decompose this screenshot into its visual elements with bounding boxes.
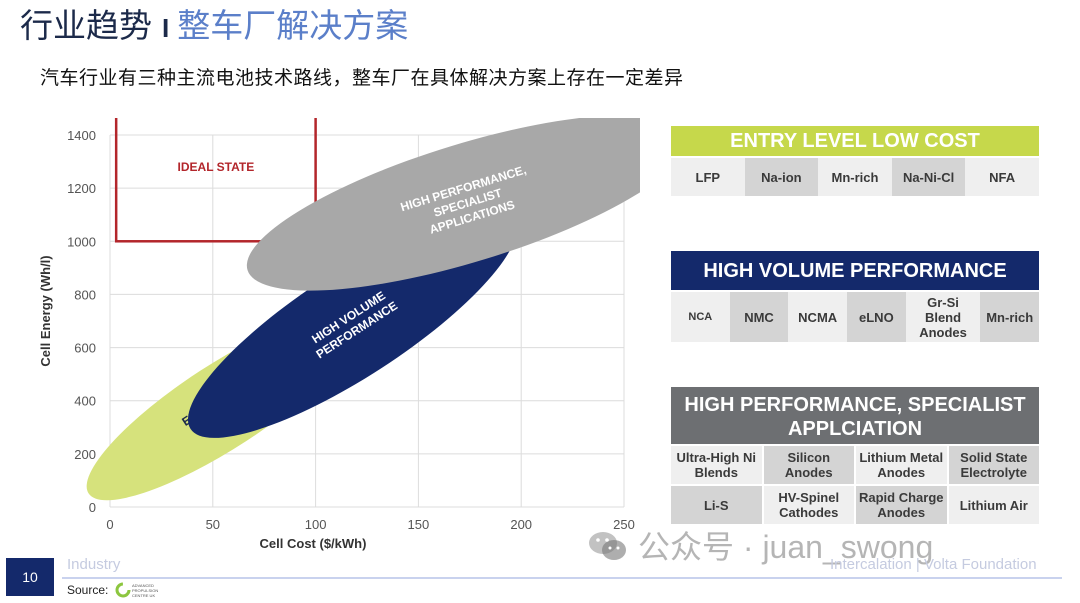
page-number: 10	[6, 558, 54, 596]
performance-item: Solid State Electrolyte	[948, 446, 1039, 484]
entry-item: Na-ion	[744, 158, 819, 196]
x-tick-label: 200	[510, 517, 532, 532]
watermark-text: 公众号 · juan_swong	[638, 529, 934, 565]
y-tick-label: 600	[74, 341, 96, 356]
y-tick-label: 1000	[67, 234, 96, 249]
high-performance-header: HIGH PERFORMANCE, SPECIALIST APPLCIATION	[671, 387, 1039, 444]
entry-level-panel: ENTRY LEVEL LOW COST LFP Na-ion Mn-rich …	[671, 126, 1039, 196]
performance-item: HV-Spinel Cathodes	[763, 486, 856, 524]
performance-item: Silicon Anodes	[763, 446, 856, 484]
title-sub: 整车厂解决方案	[177, 7, 409, 44]
header-line: HIGH PERFORMANCE, SPECIALIST	[684, 394, 1026, 416]
x-tick-label: 250	[613, 517, 635, 532]
high-volume-row: NCA NMC NCMA eLNO Gr-Si Blend Anodes Mn-…	[671, 292, 1040, 342]
entry-item: Mn-rich	[818, 158, 892, 196]
logo-text: ADVANCED PROPULSION CENTRE UK	[132, 583, 159, 598]
y-tick-label: 0	[89, 500, 96, 515]
y-tick-label: 1200	[67, 181, 96, 196]
high-volume-panel: HIGH VOLUME PERFORMANCE NCA NMC NCMA eLN…	[671, 251, 1040, 342]
volume-item: NCMA	[788, 292, 848, 342]
footer-credit: Intercalation | Volta Foundation	[830, 556, 1037, 573]
battery-scatter-chart: 0 50 100 150 200 250 0 200 400 600 800 1000 1200 1400…	[38, 118, 640, 551]
title-main: 行业趋势	[20, 7, 152, 44]
x-tick-label: 100	[305, 517, 327, 532]
y-tick-label: 800	[74, 287, 96, 302]
volume-item: eLNO	[847, 292, 906, 342]
title-separator: I	[162, 13, 170, 43]
performance-item: Lithium Air	[948, 486, 1039, 524]
ideal-state-label: IDEAL STATE	[178, 160, 255, 174]
entry-level-row: LFP Na-ion Mn-rich Na-Ni-Cl NFA	[671, 158, 1039, 196]
performance-item: Lithium Metal Anodes	[856, 446, 949, 484]
x-tick-label: 150	[408, 517, 430, 532]
page-subtitle: 汽车行业有三种主流电池技术路线，整车厂在具体解决方案上存在一定差异	[40, 68, 684, 89]
entry-item: LFP	[671, 158, 745, 196]
volume-item: Gr-Si Blend Anodes	[905, 292, 981, 342]
y-tick-label: 200	[74, 447, 96, 462]
watermark: 公众号 · juan_swong	[588, 522, 933, 571]
wechat-icon	[588, 529, 628, 571]
y-axis-title: Cell Energy (Wh/l)	[38, 255, 53, 366]
x-tick-label: 0	[106, 517, 113, 532]
region-ellipse	[246, 118, 640, 291]
high-performance-panel: HIGH PERFORMANCE, SPECIALIST APPLCIATION…	[671, 387, 1039, 524]
entry-level-header: ENTRY LEVEL LOW COST	[671, 126, 1039, 156]
apc-logo-icon	[115, 582, 131, 603]
volume-item: NMC	[729, 292, 789, 342]
y-tick-label: 1400	[67, 128, 96, 143]
performance-row: Li-S HV-Spinel Cathodes Rapid Charge Ano…	[671, 486, 1039, 524]
source-label: Source:	[67, 583, 109, 597]
header-line: APPLCIATION	[787, 418, 923, 440]
volume-item: NCA	[671, 292, 730, 342]
x-tick-label: 50	[206, 517, 220, 532]
footer-divider	[62, 577, 1062, 579]
section-label: Industry	[67, 556, 121, 573]
x-axis-title: Cell Cost ($/kWh)	[260, 536, 367, 551]
performance-item: Li-S	[671, 486, 764, 524]
ideal-state-box	[114, 118, 317, 243]
entry-item: Na-Ni-Cl	[891, 158, 966, 196]
high-volume-header: HIGH VOLUME PERFORMANCE	[671, 251, 1039, 290]
performance-item: Ultra-High Ni Blends	[671, 446, 764, 484]
entry-item: NFA	[965, 158, 1039, 196]
performance-row: Ultra-High Ni Blends Silicon Anodes Lith…	[671, 446, 1039, 484]
volume-item: Mn-rich	[980, 292, 1040, 342]
y-tick-label: 400	[74, 394, 96, 409]
performance-item: Rapid Charge Anodes	[856, 486, 949, 524]
